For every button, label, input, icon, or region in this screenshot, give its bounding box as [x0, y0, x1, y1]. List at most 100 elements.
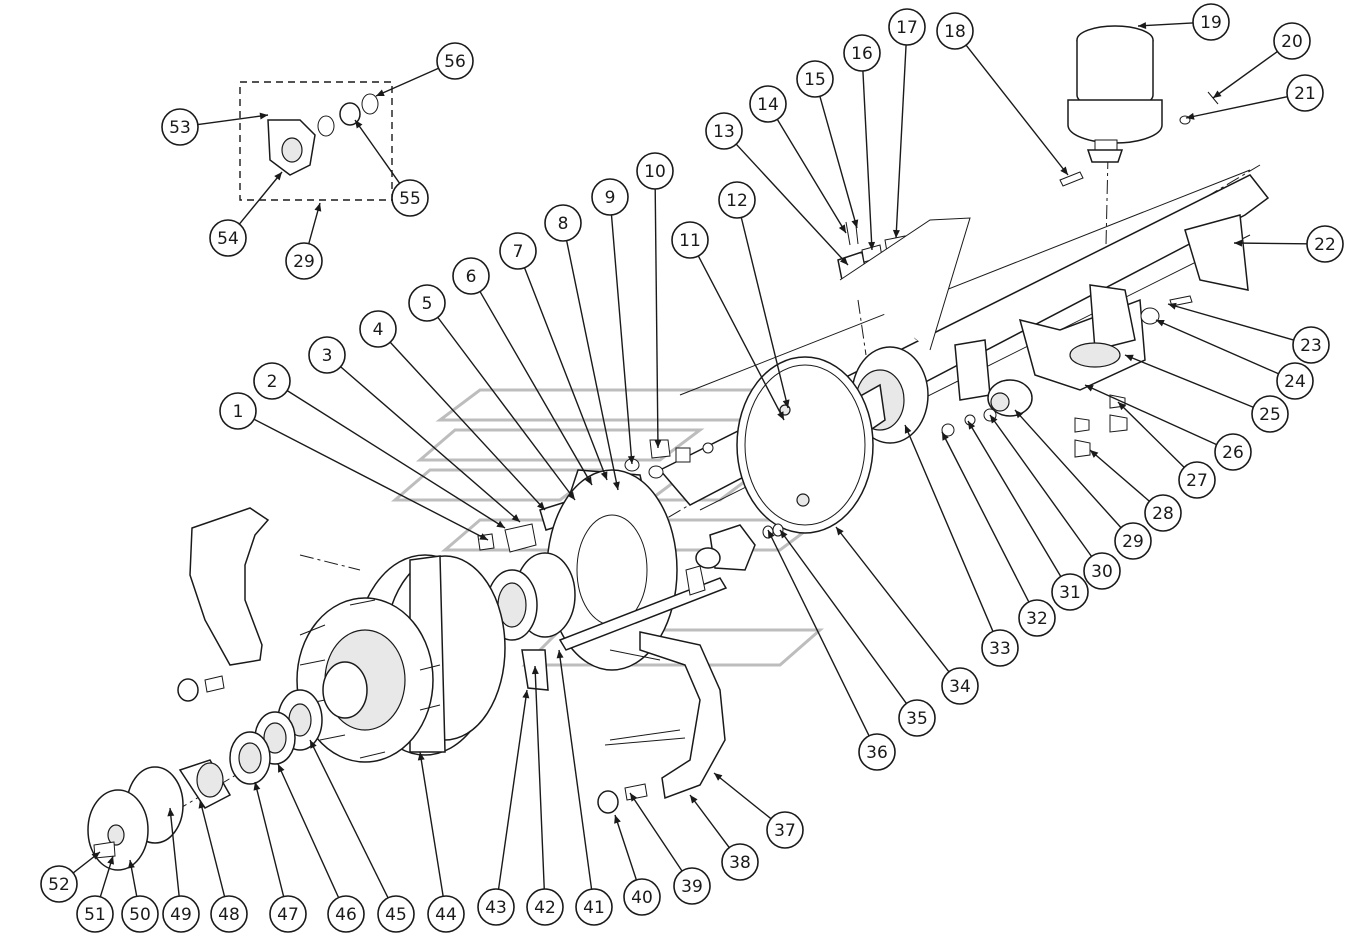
leader-arrow-49	[167, 808, 175, 817]
leader-line-10	[654, 188, 659, 449]
callout-circle	[162, 895, 200, 933]
callout-circle	[766, 811, 804, 849]
callout-number: 19	[1200, 13, 1222, 33]
leader-line-28	[1089, 449, 1150, 502]
leader-arrow-27	[1118, 402, 1127, 411]
callout-26: 26	[1214, 433, 1252, 471]
leader-arrow-8	[612, 481, 620, 490]
leader-arrow-34	[836, 527, 844, 536]
callout-35: 35	[898, 699, 936, 737]
callout-circle	[575, 888, 613, 926]
callout-40: 40	[623, 878, 661, 916]
callout-24: 24	[1276, 362, 1314, 400]
leader-arrow-54	[274, 172, 282, 181]
callout-circle	[591, 178, 629, 216]
callout-number: 10	[644, 162, 666, 182]
leader-arrow-22	[1234, 239, 1243, 247]
callout-34: 34	[941, 667, 979, 705]
callout-number: 1	[233, 402, 244, 422]
leader-arrow-5	[567, 491, 575, 500]
callout-number: 45	[385, 905, 407, 925]
callout-circle	[452, 257, 490, 295]
leader-line-53	[197, 114, 269, 126]
callout-number: 41	[583, 898, 605, 918]
callout-11: 11	[671, 221, 709, 259]
callout-circle	[941, 667, 979, 705]
leader-arrow-4	[537, 501, 545, 510]
leader-arrow-37	[714, 773, 723, 781]
callout-circle	[705, 112, 743, 150]
callout-18: 18	[936, 12, 974, 50]
callout-number: 46	[335, 905, 357, 925]
backing-plate	[736, 356, 874, 534]
leader-line-49	[169, 807, 180, 897]
callout-circle	[76, 895, 114, 933]
callout-number: 23	[1300, 336, 1322, 356]
leader-arrow-21	[1186, 112, 1195, 120]
leader-line-27	[1117, 401, 1185, 468]
brake-shoe-lower	[597, 631, 726, 814]
leader-line-15	[819, 96, 858, 229]
callout-circle	[1018, 599, 1056, 637]
leader-line-20	[1212, 50, 1278, 99]
leader-arrow-6	[584, 476, 592, 485]
callout-6: 6	[452, 257, 490, 295]
leader-arrow-2	[496, 520, 505, 528]
leader-arrow-33	[904, 425, 912, 434]
leader-line-17	[895, 44, 907, 239]
callout-circle	[671, 221, 709, 259]
callout-number: 4	[373, 320, 384, 340]
callout-number: 38	[729, 853, 751, 873]
callout-3: 3	[308, 336, 346, 374]
leader-arrow-40	[614, 815, 621, 824]
leader-line-55	[354, 119, 401, 184]
callout-29: 29	[1114, 522, 1152, 560]
leader-arrow-38	[690, 795, 698, 804]
callout-circle	[796, 60, 834, 98]
leader-line-22	[1233, 242, 1308, 245]
callout-27: 27	[1178, 461, 1216, 499]
leader-arrow-36	[768, 530, 775, 539]
callout-number: 39	[681, 877, 703, 897]
callout-38: 38	[721, 843, 759, 881]
leader-line-2	[286, 390, 506, 529]
callout-circle	[1273, 22, 1311, 60]
leader-line-1	[253, 418, 489, 541]
leader-arrow-29	[314, 203, 322, 212]
callout-48: 48	[210, 895, 248, 933]
leader-arrow-56	[376, 89, 385, 96]
callout-5: 5	[408, 284, 446, 322]
leader-arrow-19	[1138, 22, 1147, 30]
callout-circle	[477, 888, 515, 926]
leader-line-41	[558, 649, 593, 890]
callout-number: 6	[466, 267, 477, 287]
callout-54: 54	[209, 219, 247, 257]
leader-line-32	[941, 431, 1030, 603]
callout-circle	[858, 733, 896, 771]
leader-line-30	[989, 414, 1093, 557]
callout-number: 26	[1222, 443, 1244, 463]
callout-number: 53	[169, 118, 191, 138]
callout-23: 23	[1292, 326, 1330, 364]
callout-circle	[219, 392, 257, 430]
callout-circle	[1286, 74, 1324, 112]
leader-line-14	[776, 119, 847, 234]
leader-line-54	[238, 171, 283, 225]
leader-line-47	[254, 781, 285, 897]
callout-number: 16	[851, 44, 873, 64]
callout-circle	[981, 629, 1019, 667]
callout-47: 47	[269, 895, 307, 933]
callout-number: 31	[1059, 583, 1081, 603]
callout-number: 22	[1314, 235, 1336, 255]
leader-line-7	[523, 267, 608, 481]
callout-number: 28	[1152, 504, 1174, 524]
callout-number: 35	[906, 709, 928, 729]
callout-56: 56	[436, 42, 474, 80]
callout-number: 52	[48, 875, 70, 895]
callout-number: 29	[1122, 532, 1144, 552]
leader-arrow-25	[1125, 354, 1134, 362]
leader-line-44	[419, 751, 444, 897]
leader-line-18	[965, 44, 1069, 176]
callout-number: 11	[679, 231, 701, 251]
callout-circle	[718, 181, 756, 219]
